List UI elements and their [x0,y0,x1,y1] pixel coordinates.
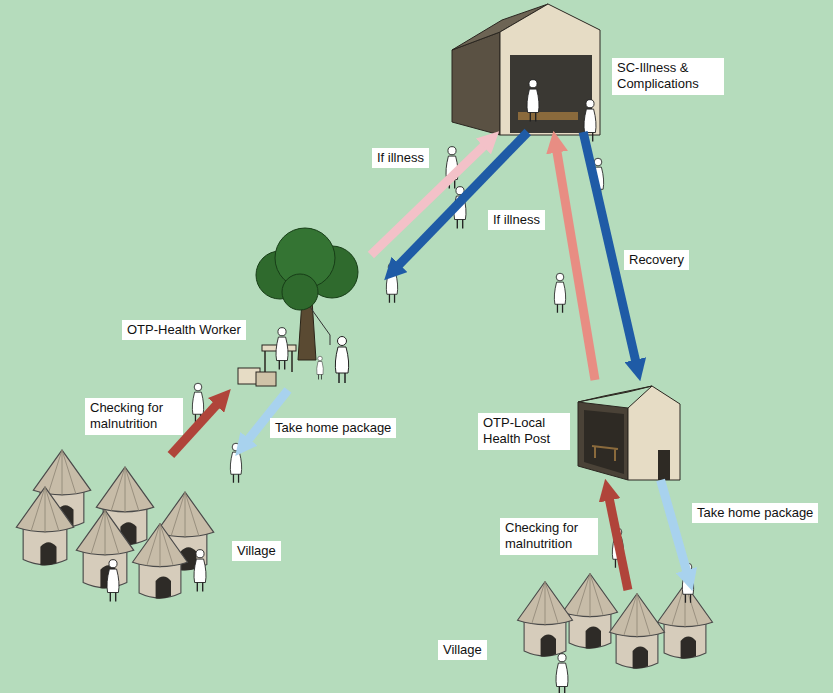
village-huts [16,450,214,601]
flow-label: Take home package [270,418,396,438]
otp-health-post: OTP-Local Health Post [475,380,685,480]
village: Village [25,455,290,595]
otp-health-worker: OTP-Health Worker [120,255,385,390]
villager-figure [556,654,568,693]
flow-label: If illness [372,148,429,168]
child-figure [317,356,324,379]
place-label: OTP-Local Health Post [478,413,570,450]
stabilisation-centre: SC-Illness & Complications [440,2,724,132]
otp-tree [238,228,358,386]
place-label: Village [438,640,487,660]
health-post-building [578,386,680,480]
villager-figure [107,560,119,602]
flow-label: Take home package [692,503,818,523]
flow-label: Checking for malnutrition [85,398,183,435]
flow-label: Checking for malnutrition [500,518,598,555]
flow-label: If illness [488,210,545,230]
stabilisation-centre-building [452,4,600,142]
place-label: SC-Illness & Complications [612,58,724,95]
flow-label: Recovery [624,250,689,270]
health-worker-figure [276,328,288,370]
place-label: Village [232,541,281,561]
nurse-figure [527,80,539,122]
mother-figure [335,337,348,384]
villager-figure [194,550,206,592]
flow-arrow [556,144,595,380]
flow-arrow [661,480,689,578]
village: Village [436,590,710,688]
place-label: OTP-Health Worker [122,320,246,340]
flow-arrow [608,492,628,590]
